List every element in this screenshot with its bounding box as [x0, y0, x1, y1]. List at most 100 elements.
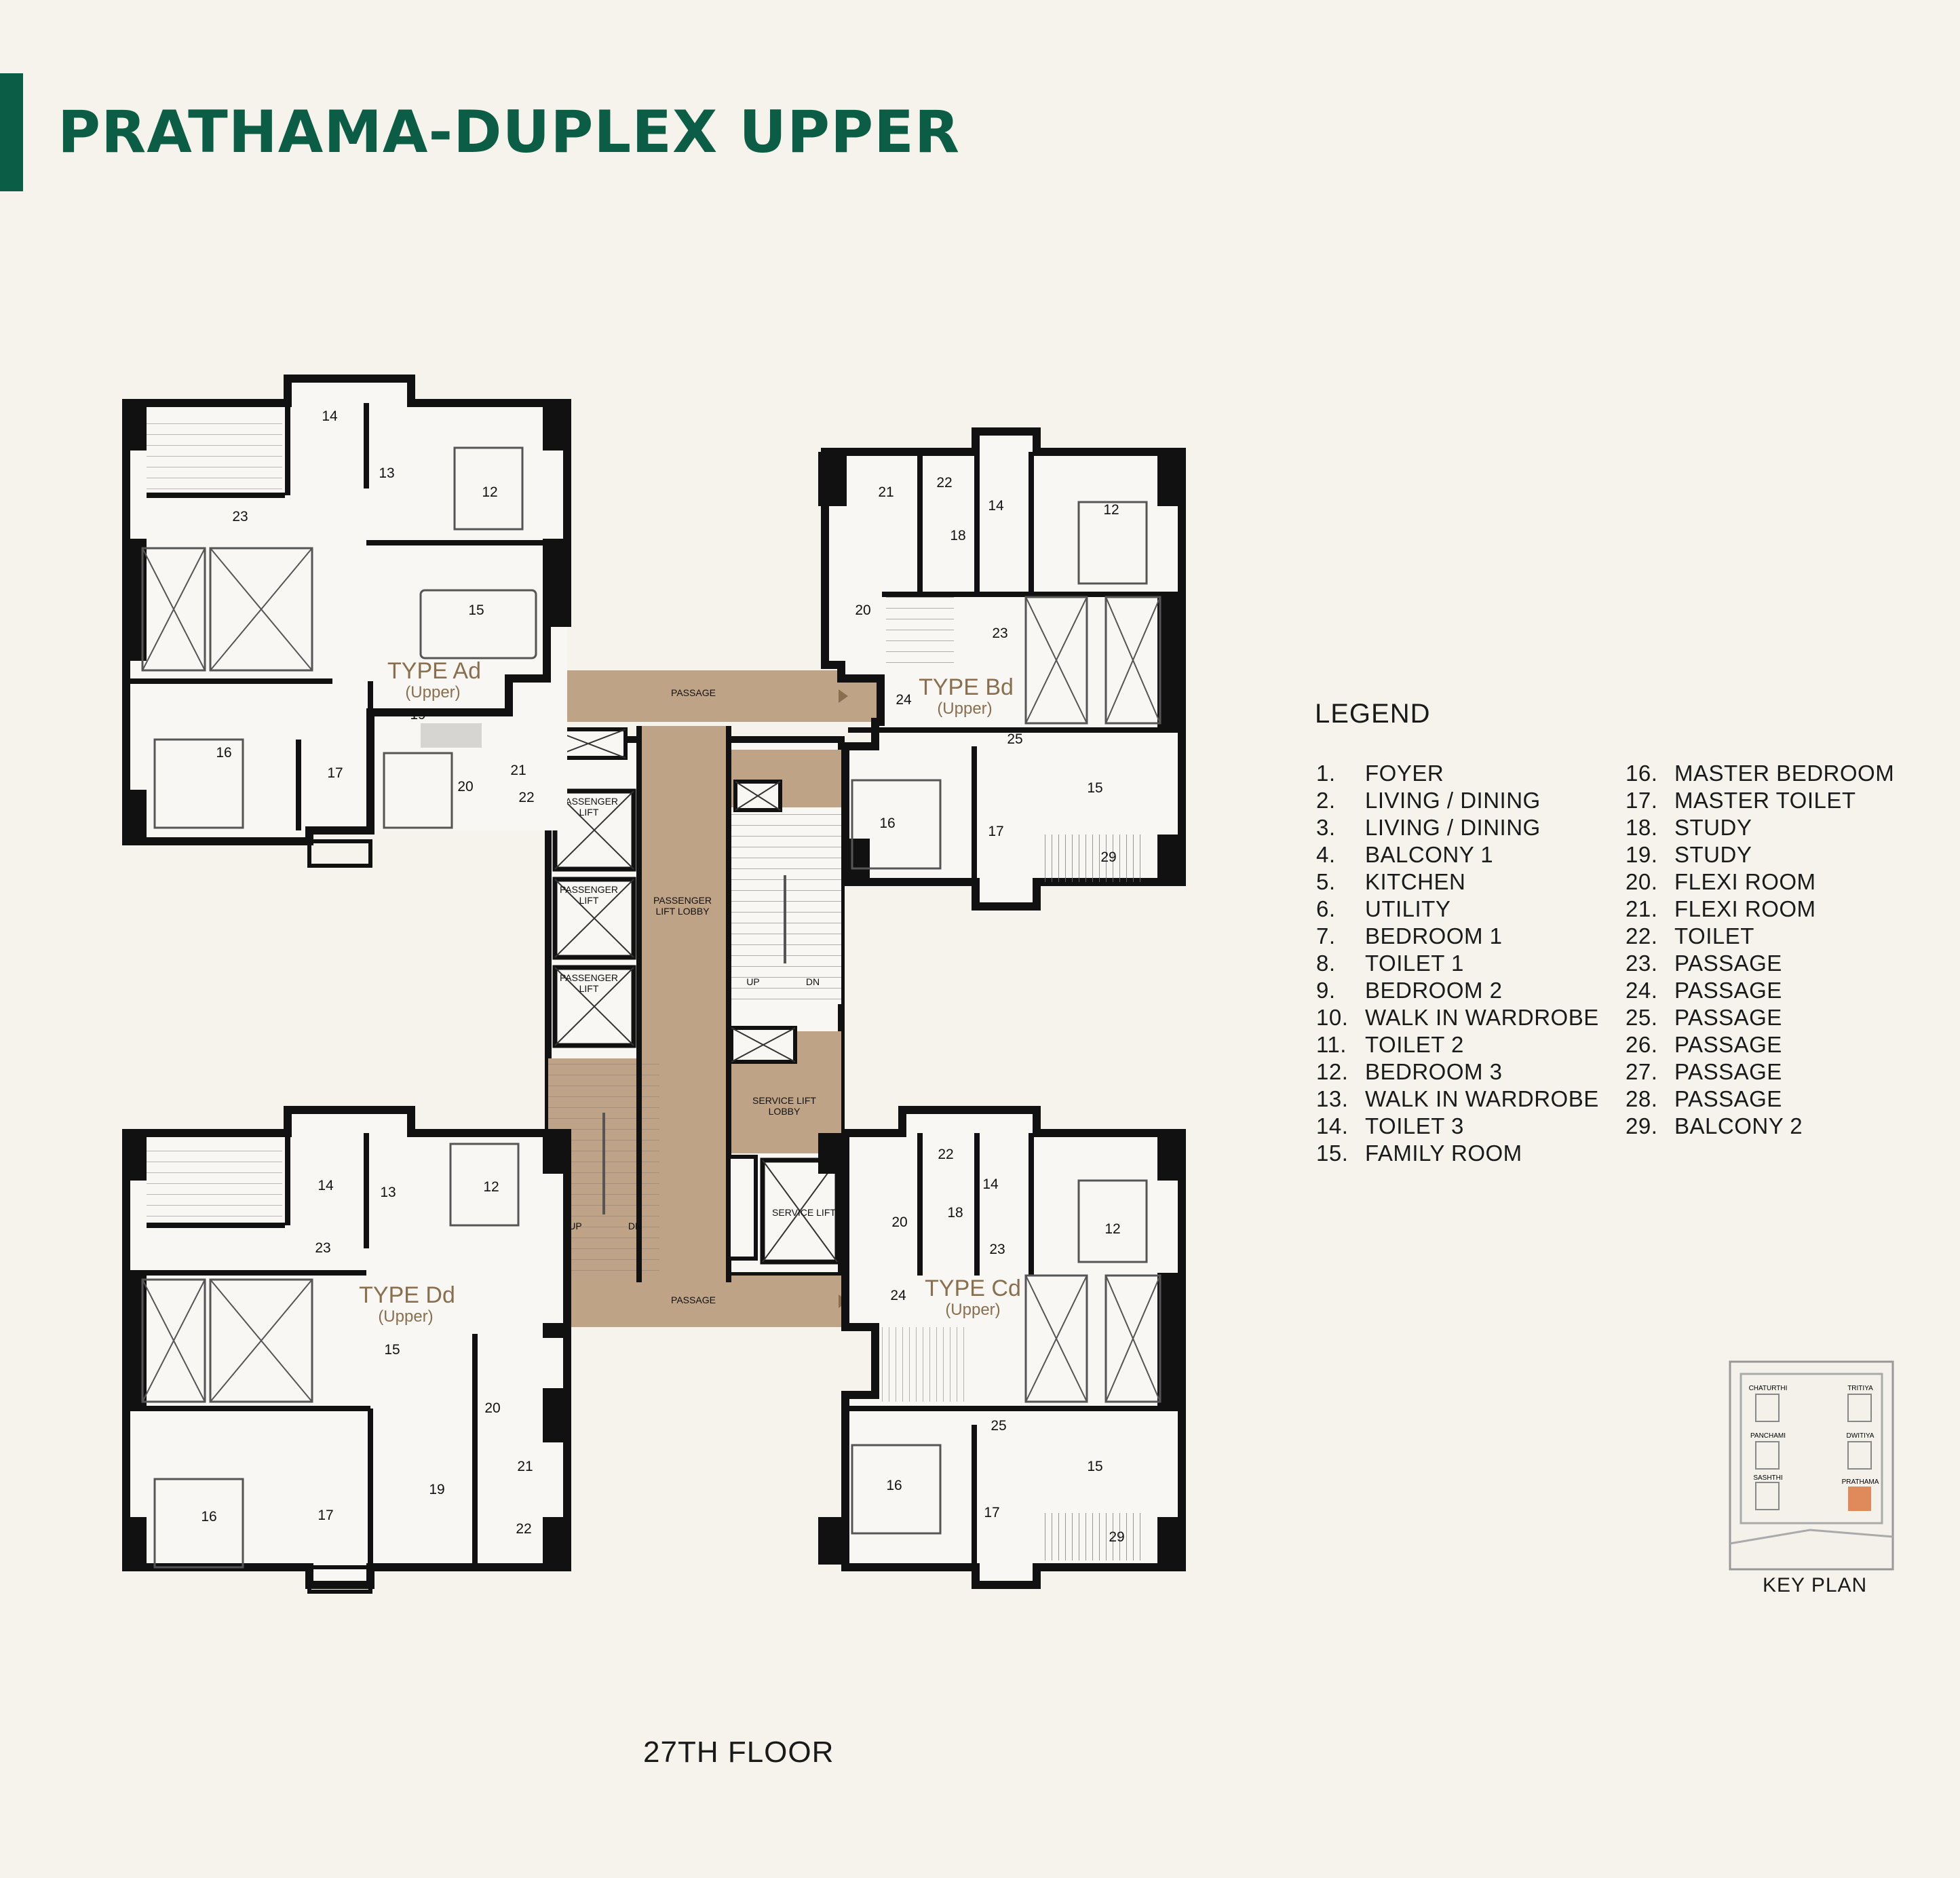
legend-item: 4.BALCONY 1 — [1316, 841, 1599, 868]
room-number: 22 — [518, 790, 534, 805]
legend-item: 18.STUDY — [1626, 814, 1894, 841]
legend-item-label: TOILET 2 — [1365, 1032, 1464, 1057]
legend-item-label: TOILET 3 — [1365, 1113, 1464, 1138]
legend-item: 6. UTILITY — [1316, 896, 1599, 923]
service-lift-lobby-label: SERVICE LIFT — [752, 1095, 816, 1106]
room-number: 12 — [1103, 502, 1119, 518]
room-number: 14 — [318, 1178, 334, 1193]
legend-item-number: 15. — [1316, 1141, 1349, 1166]
room-number: 12 — [483, 1179, 499, 1195]
legend-item-number: 2. — [1316, 788, 1336, 813]
legend-item: 10. WALK IN WARDROBE — [1316, 1004, 1599, 1031]
room-number: 12 — [482, 484, 497, 500]
room-number: 14 — [982, 1176, 999, 1192]
passenger-lift-label: PASSENGER — [560, 796, 618, 807]
legend-item: 13.WALK IN WARDROBE — [1316, 1086, 1599, 1113]
legend-item-label: WALK IN WARDROBE — [1365, 1086, 1599, 1111]
room-number: 22 — [516, 1521, 531, 1537]
unit-type-label: TYPE Dd — [359, 1282, 455, 1308]
legend-item-number: 1. — [1316, 761, 1336, 786]
passenger-lift-label: PASSENGER — [560, 884, 618, 895]
legend-item-label: PASSAGE — [1674, 1086, 1782, 1111]
room-number: 16 — [216, 745, 231, 761]
key-plan-tower-label: PANCHAMI — [1750, 1432, 1786, 1440]
room-number: 17 — [318, 1508, 333, 1523]
service-lift-lobby-label: LOBBY — [769, 1106, 801, 1117]
legend-item: 14. TOILET 3 — [1316, 1113, 1599, 1140]
legend-item-number: 14. — [1316, 1113, 1349, 1138]
legend-item-label: PASSAGE — [1674, 1032, 1782, 1057]
legend-item-label: FOYER — [1365, 761, 1444, 786]
legend-item: 25.PASSAGE — [1626, 1004, 1894, 1031]
room-number: 18 — [947, 1205, 963, 1221]
arrow-right-icon — [839, 689, 848, 703]
key-plan-tower-label: PRATHAMA — [1842, 1478, 1879, 1486]
room-number: 16 — [886, 1478, 902, 1493]
legend-item-label: BEDROOM 1 — [1365, 923, 1503, 948]
legend-item-label: MASTER BEDROOM — [1674, 761, 1895, 786]
key-plan-tower-label: TRITIYA — [1847, 1385, 1873, 1392]
room-number: 23 — [232, 509, 248, 524]
room-number: 29 — [1100, 849, 1116, 865]
prathama-highlight — [1848, 1487, 1871, 1511]
legend-item-label: FAMILY ROOM — [1365, 1141, 1522, 1166]
legend-item-label: BEDROOM 2 — [1365, 978, 1503, 1003]
legend-item-label: STUDY — [1674, 842, 1752, 867]
legend-item: 24.PASSAGE — [1626, 977, 1894, 1004]
unit-type-sub: (Upper) — [405, 683, 460, 702]
legend-item-number: 27. — [1626, 1059, 1658, 1084]
legend-item: 2. LIVING / DINING — [1316, 787, 1599, 814]
passenger-lift-label: PASSENGER — [560, 972, 618, 983]
room-number: 12 — [1104, 1221, 1120, 1237]
service-lift — [729, 1026, 840, 1265]
legend-item-label: LIVING / DINING — [1365, 788, 1541, 813]
passage-label: PASSAGE — [671, 1295, 716, 1305]
legend-item: 29.BALCONY 2 — [1626, 1113, 1894, 1140]
legend-item: 22.TOILET — [1626, 923, 1894, 950]
room-number: 14 — [322, 408, 338, 424]
passage-top — [507, 670, 881, 722]
legend-item: 3.LIVING / DINING — [1316, 814, 1599, 841]
legend-item-number: 6. — [1316, 896, 1336, 921]
room-number: 23 — [989, 1242, 1005, 1257]
legend-item-label: MASTER TOILET — [1674, 788, 1856, 813]
legend-item: 17. MASTER TOILET — [1626, 787, 1894, 814]
legend-item-number: 17. — [1626, 788, 1658, 813]
room-number: 21 — [878, 484, 893, 500]
legend-item-number: 10. — [1316, 1005, 1349, 1030]
lift-lobby-label: LIFT LOBBY — [655, 906, 710, 917]
passenger-lift-label: LIFT — [579, 895, 599, 906]
room-number: 22 — [938, 1147, 953, 1162]
room-number: 16 — [201, 1509, 216, 1525]
room-number: 15 — [468, 602, 484, 618]
unit-type-label: TYPE Bd — [919, 674, 1014, 700]
legend-item-label: WALK IN WARDROBE — [1365, 1005, 1599, 1030]
unit-type-dd — [122, 1106, 571, 1594]
stair-up-label: UP — [569, 1221, 581, 1231]
legend-item-label: UTILITY — [1365, 896, 1451, 921]
passenger-lift-label: LIFT — [579, 807, 599, 818]
key-plan-tower-label: SASHTHI — [1753, 1474, 1782, 1482]
room-number: 20 — [891, 1214, 907, 1230]
floor-label: 27TH FLOOR — [643, 1736, 834, 1769]
room-number: 25 — [1007, 731, 1022, 747]
key-plan-label: KEY PLAN — [1763, 1574, 1868, 1596]
unit-type-cd — [818, 1106, 1186, 1589]
legend-item-number: 23. — [1626, 951, 1658, 976]
unit-type-bd — [818, 427, 1186, 911]
room-number: 15 — [1087, 1459, 1102, 1474]
room-number: 15 — [384, 1342, 400, 1358]
stair-dn-label: DN — [628, 1221, 642, 1231]
legend-title: LEGEND — [1315, 699, 1431, 729]
room-number: 17 — [988, 824, 1003, 839]
legend-item-number: 26. — [1626, 1032, 1658, 1057]
legend-item: 9.BEDROOM 2 — [1316, 977, 1599, 1004]
page-title: PRATHAMA-DUPLEX UPPER — [58, 98, 961, 166]
passage-label: PASSAGE — [671, 687, 716, 698]
legend-item-label: TOILET — [1674, 923, 1754, 948]
legend-item: 5.KITCHEN — [1316, 868, 1599, 896]
room-number: 20 — [457, 779, 473, 794]
room-number: 18 — [950, 528, 965, 543]
legend-item-number: 8. — [1316, 951, 1336, 976]
